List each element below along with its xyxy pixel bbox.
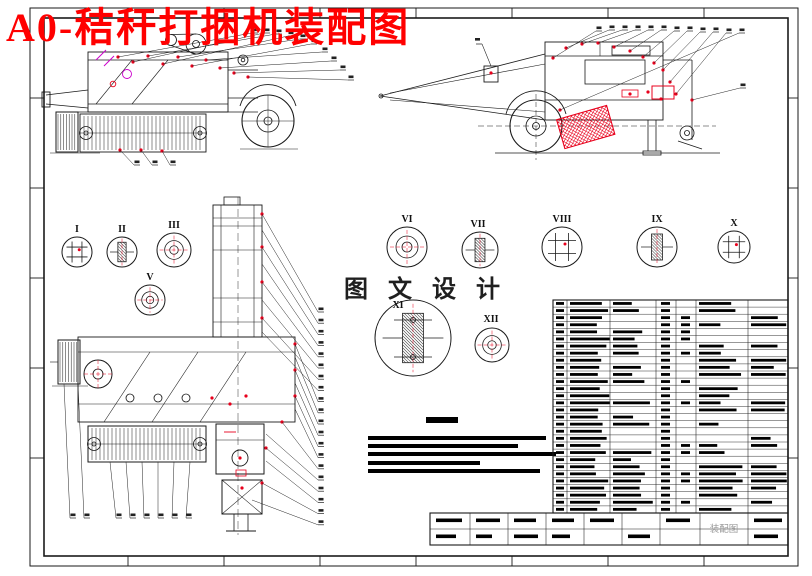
- drawing-title: A0-秸秆打捆机装配图: [6, 5, 410, 50]
- detail-label-X: X: [730, 218, 738, 229]
- detail-label-XI: XI: [392, 300, 403, 311]
- detail-view-6: [461, 231, 499, 269]
- title-block-drawing-name: 装配图: [710, 523, 739, 535]
- detail-view-4: [134, 284, 166, 316]
- detail-label-III: III: [168, 220, 180, 231]
- bom-table: [552, 299, 789, 514]
- detail-label-VIII: VIII: [553, 214, 572, 225]
- detail-view-11: [474, 327, 510, 363]
- detail-view-3: [156, 232, 192, 268]
- detail-view-8: [636, 226, 678, 268]
- detail-view-7: [541, 226, 583, 268]
- front-view: [50, 196, 324, 535]
- title-block: [429, 512, 789, 546]
- detail-label-V: V: [146, 272, 154, 283]
- detail-view-2: [106, 236, 138, 268]
- detail-label-VII: VII: [470, 219, 485, 230]
- detail-view-10: [374, 299, 452, 377]
- bale-crosshatch: [555, 104, 616, 150]
- detail-views: [61, 226, 751, 377]
- detail-label-XII: XII: [483, 314, 498, 325]
- technical-notes: [368, 417, 556, 473]
- detail-label-IX: IX: [651, 214, 663, 225]
- detail-view-5: [386, 226, 428, 268]
- detail-label-VI: VI: [401, 214, 412, 225]
- detail-label-II: II: [118, 224, 126, 235]
- watermark-text: 图 文 设 计: [344, 275, 507, 303]
- detail-view-9: [717, 230, 751, 264]
- drawing-frame: [29, 7, 799, 567]
- detail-label-I: I: [75, 224, 79, 235]
- rear-view: [378, 25, 746, 160]
- side-view: [41, 28, 354, 166]
- detail-view-1: [61, 236, 93, 268]
